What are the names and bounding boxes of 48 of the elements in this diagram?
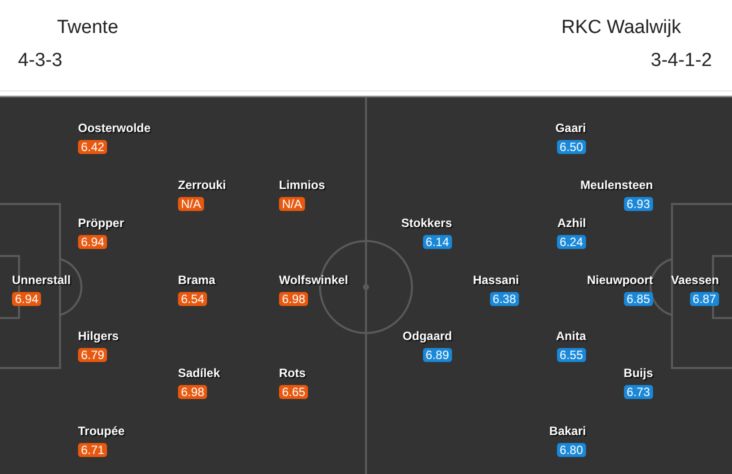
player-name: Odgaard bbox=[402, 328, 452, 344]
rating-badge: 6.85 bbox=[624, 292, 653, 306]
rating-badge: 6.71 bbox=[78, 443, 108, 457]
player-name: Sadílek bbox=[178, 365, 220, 381]
player-name: Meulensteen bbox=[580, 177, 653, 193]
player-name: Oosterwolde bbox=[78, 120, 151, 136]
rating-badge: 6.89 bbox=[422, 348, 452, 362]
team-name: Twente bbox=[57, 17, 118, 39]
rating-badge: 6.50 bbox=[556, 140, 586, 154]
player-name: Pröpper bbox=[78, 215, 124, 231]
rating-badge: 6.79 bbox=[78, 348, 108, 362]
formation-text: 4-3-3 bbox=[18, 50, 62, 72]
player-name: Stokkers bbox=[401, 215, 452, 231]
rating-badge: 6.73 bbox=[624, 385, 653, 399]
player-name: Nieuwpoort bbox=[587, 272, 653, 288]
rating-badge: 6.94 bbox=[12, 292, 42, 306]
rating-badge: 6.93 bbox=[624, 197, 653, 211]
rating-badge: 6.98 bbox=[279, 292, 308, 306]
rating-badge: N/A bbox=[178, 197, 204, 211]
player-name: Troupée bbox=[78, 423, 125, 439]
rating-badge: 6.54 bbox=[178, 292, 208, 306]
player-name: Bakari bbox=[549, 423, 586, 439]
rating-badge: 6.87 bbox=[690, 292, 719, 306]
player-name: Rots bbox=[279, 365, 306, 381]
player-name: Limnios bbox=[279, 177, 326, 193]
team-name: RKC Waalwijk bbox=[561, 17, 681, 39]
rating-badge: 6.38 bbox=[490, 292, 519, 306]
rating-badge: 6.65 bbox=[279, 385, 308, 399]
formation-text: 3-4-1-2 bbox=[650, 50, 712, 72]
player-name: Gaari bbox=[555, 120, 586, 136]
rating-badge: 6.98 bbox=[178, 385, 208, 399]
player-name: Azhil bbox=[557, 215, 586, 231]
player-name: Zerrouki bbox=[178, 177, 226, 193]
rating-badge: 6.14 bbox=[422, 235, 452, 249]
player-name: Hilgers bbox=[78, 328, 119, 344]
player-name: Buijs bbox=[624, 365, 653, 381]
rating-badge: 6.55 bbox=[556, 348, 586, 362]
rating-badge: 6.42 bbox=[78, 140, 108, 154]
player-name: Brama bbox=[178, 272, 216, 288]
player-name: Unnerstall bbox=[12, 272, 71, 288]
player-name: Vaessen bbox=[670, 272, 719, 288]
player-name: Hassani bbox=[472, 272, 519, 288]
rating-badge: N/A bbox=[279, 197, 306, 211]
player-name: Anita bbox=[556, 328, 586, 344]
player-name: Wolfswinkel bbox=[279, 272, 348, 288]
rating-badge: 6.24 bbox=[556, 235, 586, 249]
rating-badge: 6.94 bbox=[78, 235, 108, 249]
rating-badge: 6.80 bbox=[556, 443, 586, 457]
